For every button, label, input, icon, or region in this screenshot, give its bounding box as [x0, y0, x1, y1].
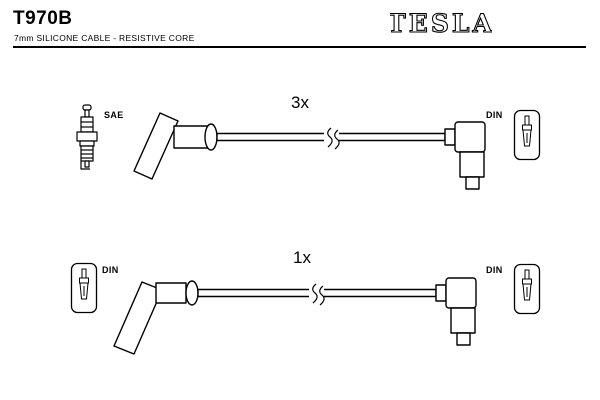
boot-neck — [173, 125, 209, 149]
din-connector-label-row1: DIN — [486, 110, 503, 120]
din-tip — [465, 176, 480, 190]
din-collar — [435, 284, 447, 302]
din-terminal-icon — [70, 262, 98, 314]
tesla-logo-text: TESLA — [390, 9, 492, 38]
header-divider — [13, 46, 586, 48]
part-number: T970B — [13, 8, 73, 29]
din-body — [454, 121, 486, 153]
ignition-cable-3x-illustration — [133, 112, 486, 190]
quantity-label-row2: 1x — [293, 248, 311, 267]
cable-break-symbol — [327, 127, 340, 150]
spark-plug-icon — [76, 104, 98, 170]
din-terminal-icon — [513, 109, 541, 161]
din-terminal-icon — [513, 263, 541, 315]
cable-break-symbol — [312, 283, 325, 306]
din-collar — [444, 128, 456, 146]
ferrule — [185, 280, 199, 306]
tesla-brand-logo: TESLA — [390, 9, 492, 39]
din-body — [445, 277, 477, 309]
quantity-label-row1: 3x — [291, 93, 309, 112]
sae-connector-label: SAE — [104, 110, 124, 120]
din-connector-label-row2-right: DIN — [486, 265, 503, 275]
din-connector-label-row2-left: DIN — [102, 265, 119, 275]
angled-boot — [113, 281, 163, 355]
din-elbow — [459, 151, 485, 178]
product-subtitle: 7mm SILICONE CABLE - RESISTIVE CORE — [14, 33, 195, 43]
ignition-cable-1x-illustration — [113, 277, 477, 355]
din-elbow — [450, 307, 476, 334]
din-tip — [456, 332, 471, 346]
boot-neck — [155, 282, 187, 304]
ferrule — [204, 123, 218, 151]
angled-boot — [133, 112, 179, 180]
